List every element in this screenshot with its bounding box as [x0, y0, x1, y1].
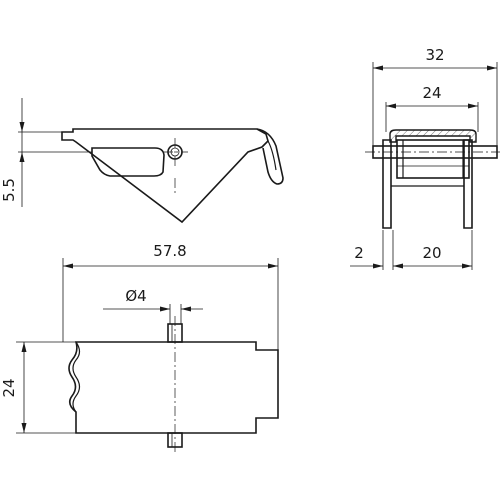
top-view: 57.8 Ø4 24 — [0, 242, 279, 452]
top-view-outline — [68, 341, 279, 434]
side-view: 5.5 — [0, 98, 284, 224]
dim-overall-width: 32 — [425, 46, 444, 64]
dim-side-gap: 2 — [354, 244, 364, 262]
dim-hook-height: 5.5 — [0, 178, 18, 202]
spring-clip — [256, 128, 284, 185]
end-view-cap — [389, 129, 477, 143]
end-view-body — [396, 139, 470, 179]
side-slot — [91, 147, 165, 177]
dim-base-width: 24 — [0, 378, 18, 397]
dim-body-width: 20 — [422, 244, 441, 262]
side-view-outline — [61, 128, 269, 224]
dim-inner-width: 24 — [422, 84, 441, 102]
dim-total-length: 57.8 — [153, 242, 186, 260]
end-view-left-leg — [382, 139, 392, 229]
end-view-right-leg — [463, 139, 473, 229]
dim-pin-diameter: Ø4 — [125, 287, 146, 305]
end-view: 32 24 2 20 — [350, 46, 500, 270]
